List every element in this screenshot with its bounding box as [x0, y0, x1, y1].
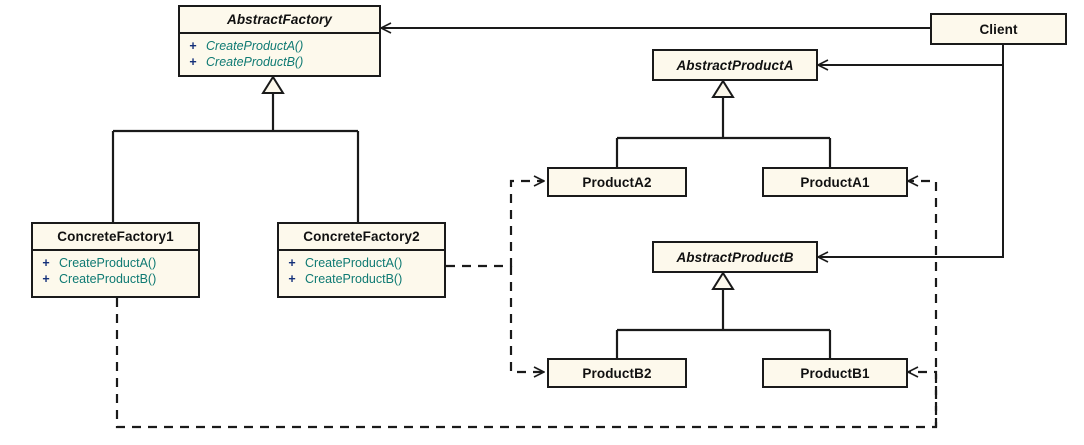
class-node-product-b2[interactable]: ProductB2 [547, 358, 687, 388]
class-node-product-b1[interactable]: ProductB1 [762, 358, 908, 388]
visibility-marker: + [288, 272, 296, 286]
operation-row[interactable]: + CreateProductA() [279, 255, 444, 271]
class-title-concrete-factory-2: ConcreteFactory2 [303, 229, 420, 244]
class-node-concrete-factory-1[interactable]: ConcreteFactory1 + CreateProductA() + Cr… [31, 222, 200, 298]
visibility-marker: + [42, 256, 50, 270]
operation-signature: CreateProductA() [59, 256, 157, 270]
class-title-product-a2: ProductA2 [582, 174, 652, 190]
operation-row[interactable]: + CreateProductA() [33, 255, 198, 271]
class-node-abstract-factory[interactable]: AbstractFactory + CreateProductA() + Cre… [178, 5, 381, 77]
class-title-product-b2: ProductB2 [582, 365, 652, 381]
class-node-client[interactable]: Client [930, 13, 1067, 45]
generalization-producta-to-abstractproducta [615, 79, 832, 167]
class-title-abstract-product-b: AbstractProductB [676, 249, 794, 265]
operation-row[interactable]: + CreateProductB() [279, 271, 444, 287]
operation-row[interactable]: + CreateProductB() [33, 271, 198, 287]
visibility-marker: + [288, 256, 296, 270]
class-operations-concrete-factory-2: + CreateProductA() + CreateProductB() [279, 249, 444, 292]
class-title-concrete-factory-1: ConcreteFactory1 [57, 229, 174, 244]
class-node-abstract-product-a[interactable]: AbstractProductA [652, 49, 818, 81]
generalization-concretefactories-to-abstractfactory [111, 75, 360, 222]
generalization-productb-to-abstractproductb [615, 271, 832, 358]
association-client-to-abstractproducta [818, 45, 1004, 65]
association-client-to-abstractproductb [818, 65, 1004, 257]
generalization-triangle-abstractfactory [261, 75, 285, 94]
class-title-abstract-factory: AbstractFactory [226, 12, 333, 27]
visibility-marker: + [189, 55, 197, 69]
class-node-concrete-factory-2[interactable]: ConcreteFactory2 + CreateProductA() + Cr… [277, 222, 446, 298]
visibility-marker: + [42, 272, 50, 286]
class-operations-concrete-factory-1: + CreateProductA() + CreateProductB() [33, 249, 198, 292]
class-title-product-b1: ProductB1 [800, 365, 870, 381]
operation-signature: CreateProductA() [305, 256, 403, 270]
generalization-triangle-abstractproducta [711, 79, 735, 98]
operation-signature: CreateProductA() [206, 39, 304, 53]
operation-signature: CreateProductB() [206, 55, 304, 69]
operation-row[interactable]: + CreateProductB() [180, 54, 379, 70]
class-title-product-a1: ProductA1 [800, 174, 870, 190]
class-node-abstract-product-b[interactable]: AbstractProductB [652, 241, 818, 273]
class-operations-abstract-factory: + CreateProductA() + CreateProductB() [180, 32, 379, 75]
operation-signature: CreateProductB() [59, 272, 157, 286]
dependency-concretefactory2-to-products [446, 181, 544, 372]
operation-signature: CreateProductB() [305, 272, 403, 286]
class-node-product-a1[interactable]: ProductA1 [762, 167, 908, 197]
dependency-concretefactory1-to-products [115, 181, 938, 429]
generalization-triangle-abstractproductb [711, 271, 735, 290]
operation-row[interactable]: + CreateProductA() [180, 38, 379, 54]
class-title-client: Client [979, 21, 1018, 37]
class-title-abstract-product-a: AbstractProductA [676, 57, 794, 73]
class-node-product-a2[interactable]: ProductA2 [547, 167, 687, 197]
visibility-marker: + [189, 39, 197, 53]
